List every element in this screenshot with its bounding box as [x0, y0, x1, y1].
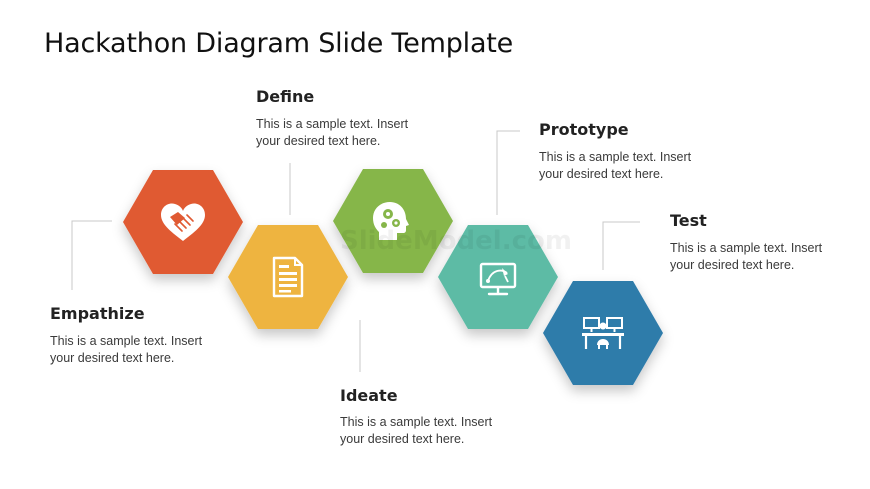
step-desc-define: This is a sample text. Insert your desir… [256, 116, 431, 150]
document-icon [272, 256, 304, 298]
desc-line: This is a sample text. Insert [539, 150, 692, 164]
desc-line: your desired text here. [50, 351, 175, 365]
desc-line: your desired text here. [256, 134, 381, 148]
desc-line: This is a sample text. Insert [256, 117, 409, 131]
hexagon-define[interactable] [228, 225, 348, 329]
step-desc-prototype: This is a sample text. Insert your desir… [539, 149, 714, 183]
desc-line: This is a sample text. Insert [50, 334, 203, 348]
desc-line: This is a sample text. Insert [670, 241, 823, 255]
step-label-ideate: Ideate [340, 386, 398, 405]
workstations-icon [582, 317, 624, 349]
step-desc-empathize: This is a sample text. Insert your desir… [50, 333, 225, 367]
head-gears-icon [373, 202, 409, 240]
step-label-test: Test [670, 211, 707, 230]
hexagon-prototype[interactable] [438, 225, 558, 329]
step-label-define: Define [256, 87, 315, 106]
step-desc-ideate: This is a sample text. Insert your desir… [340, 414, 515, 448]
connector-lines [71, 130, 640, 372]
monitor-design-icon [479, 262, 517, 296]
desc-line: your desired text here. [539, 167, 664, 181]
watermark: SlideModel.com [340, 226, 572, 256]
connector-prototype [496, 130, 520, 215]
desc-line: This is a sample text. Insert [340, 415, 493, 429]
slide-title: Hackathon Diagram Slide Template [44, 28, 514, 59]
desc-line: your desired text here. [340, 432, 465, 446]
connector-test [602, 221, 640, 270]
connector-empathize [71, 220, 112, 290]
desc-line: your desired text here. [670, 258, 795, 272]
step-label-prototype: Prototype [539, 120, 629, 139]
step-label-empathize: Empathize [50, 304, 145, 323]
handshake-heart-icon [161, 203, 205, 241]
step-desc-test: This is a sample text. Insert your desir… [670, 240, 845, 274]
